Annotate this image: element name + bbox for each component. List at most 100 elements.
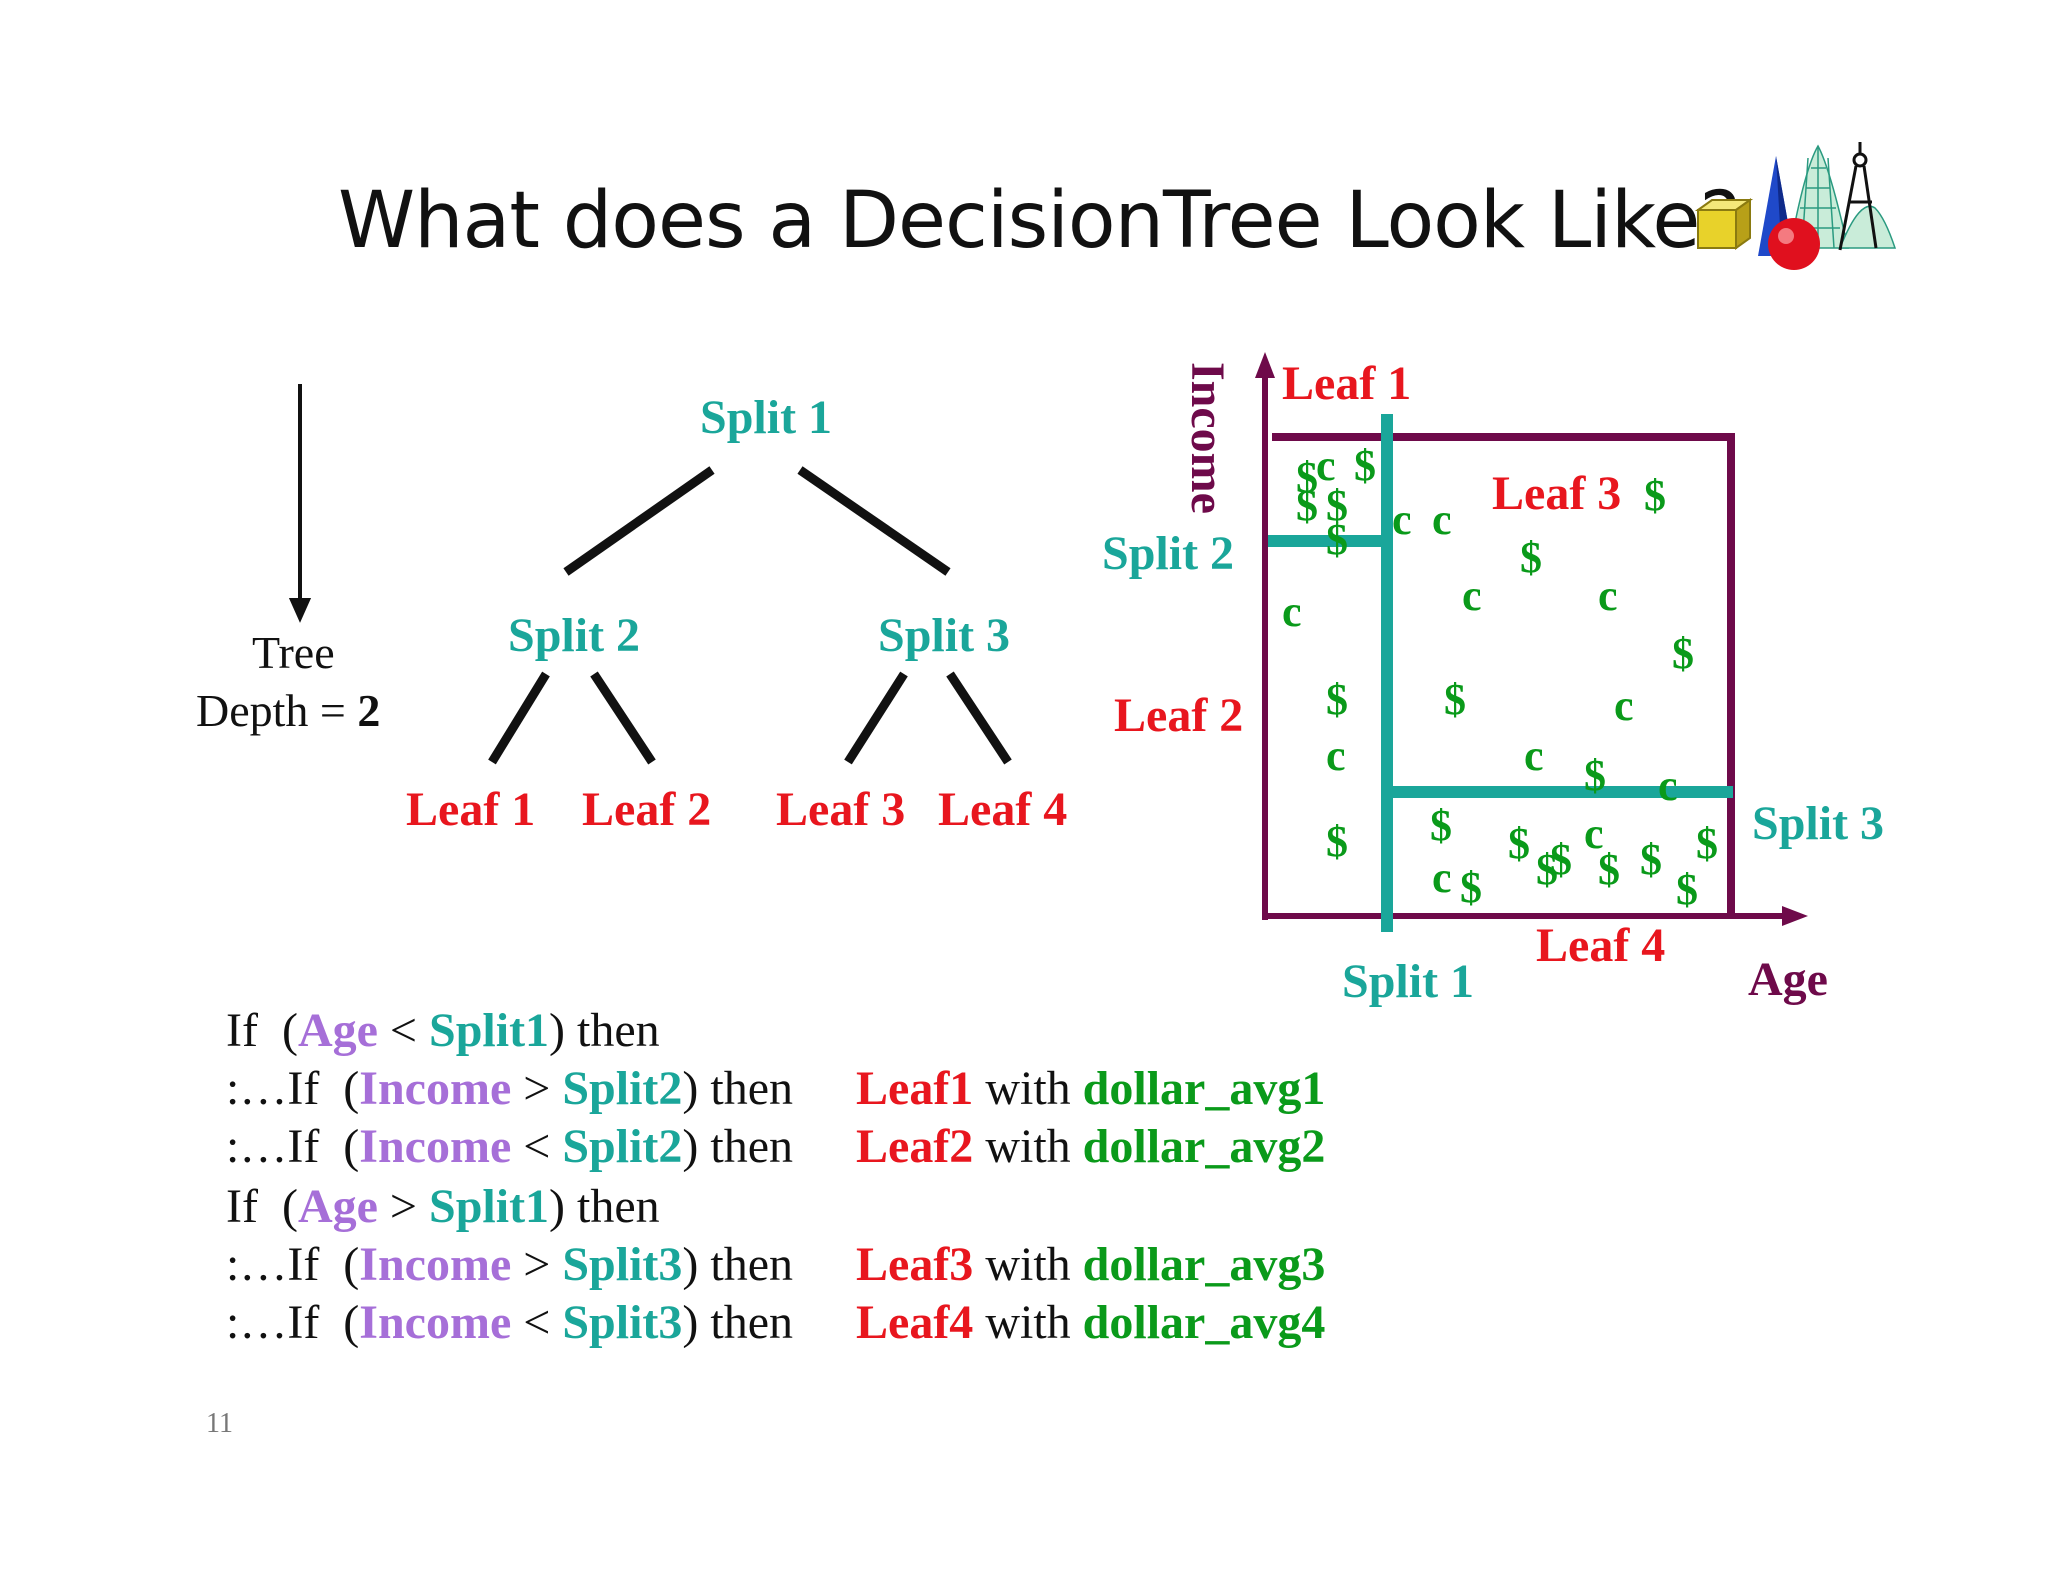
rule-split: Split1 (429, 1004, 550, 1057)
rule-split: Split1 (429, 1180, 550, 1233)
plot-axes (1255, 352, 1808, 926)
dollar-marker: $ (1672, 629, 1694, 678)
tree-leaf-3: Leaf 3 (776, 783, 906, 836)
dollar-marker: $ (1444, 675, 1466, 724)
rule-variable: Income (359, 1120, 512, 1173)
tree-depth-text: Depth = (196, 685, 358, 736)
rule-row: If (Age > Split1) then (226, 1178, 660, 1236)
tree-leaf-2: Leaf 2 (582, 783, 712, 836)
tree-depth-value: 2 (357, 685, 381, 736)
rule-suffix: ) then (682, 1296, 794, 1349)
y-axis-label-income: Income (1181, 362, 1234, 514)
rule-suffix: ) then (549, 1180, 660, 1233)
dollar-marker: $ (1430, 801, 1452, 850)
plot-leaf4-label: Leaf 4 (1536, 919, 1666, 972)
rule-avg: dollar_avg1 (1082, 1062, 1326, 1115)
tree-depth-arrow (288, 384, 312, 623)
rule-avg: dollar_avg2 (1082, 1120, 1326, 1173)
dollar-marker: $ (1354, 441, 1376, 490)
rule-leaf: Leaf4 (856, 1296, 974, 1349)
page-number: 11 (206, 1408, 233, 1439)
rule-operator: > (377, 1180, 429, 1233)
tree-leaf-4: Leaf 4 (938, 783, 1068, 836)
slide-title: What does a DecisionTree Look Like? (338, 176, 1741, 266)
rule-row: :…If (Income < Split2) then Leaf2 with do… (226, 1118, 1325, 1176)
split-lines (1268, 414, 1733, 932)
dollar-marker: $ (1640, 835, 1662, 884)
rule-prefix: If ( (226, 1004, 298, 1057)
rule-with: with (973, 1120, 1083, 1173)
c-marker: c (1432, 853, 1452, 902)
dollar-marker: $ (1326, 675, 1348, 724)
dollar-marker: $ (1296, 481, 1318, 530)
c-marker: c (1462, 571, 1482, 620)
geometry-shapes-icon (1694, 142, 1897, 270)
rule-with: with (973, 1296, 1083, 1349)
rule-split: Split2 (562, 1062, 683, 1115)
c-marker: c (1316, 441, 1336, 490)
rule-prefix: :…If ( (226, 1120, 360, 1173)
rule-prefix: :…If ( (226, 1296, 360, 1349)
c-marker: c (1326, 731, 1346, 780)
dollar-marker: $ (1598, 845, 1620, 894)
rule-row: If (Age < Split1) then (226, 1002, 660, 1060)
dollar-marker: $ (1326, 515, 1348, 564)
tree-edges (488, 466, 1012, 765)
tree-node-split3: Split 3 (878, 609, 1011, 662)
dollar-marker: $ (1644, 471, 1666, 520)
rule-suffix: ) then (682, 1062, 794, 1115)
tree-depth-label: Depth = 2 (196, 684, 380, 737)
plot-leaf1-label: Leaf 1 (1282, 357, 1412, 410)
rule-avg: dollar_avg4 (1082, 1296, 1326, 1349)
rule-suffix: ) then (549, 1004, 660, 1057)
rule-variable: Income (359, 1296, 512, 1349)
plot-split3-label: Split 3 (1752, 797, 1885, 850)
rule-suffix: ) then (682, 1238, 794, 1291)
plot-split1-label: Split 1 (1342, 955, 1475, 1008)
rule-operator: < (511, 1120, 563, 1173)
rule-variable: Age (297, 1180, 378, 1233)
tree-depth-label-line1: Tree (252, 627, 335, 678)
rule-prefix: :…If ( (226, 1238, 360, 1291)
c-marker: c (1432, 495, 1452, 544)
tree-node-split2: Split 2 (508, 609, 641, 662)
c-marker: c (1524, 731, 1544, 780)
c-marker: c (1658, 761, 1678, 810)
rule-operator: > (511, 1062, 563, 1115)
dollar-marker: $ (1550, 835, 1572, 884)
dollar-marker: $ (1460, 863, 1482, 912)
c-marker: c (1614, 681, 1634, 730)
tree-root-split1: Split 1 (700, 391, 833, 444)
dollar-marker: $ (1296, 453, 1318, 502)
plot-leaf3-label: Leaf 3 (1492, 467, 1622, 520)
rule-variable: Age (297, 1004, 378, 1057)
dollar-marker: $ (1676, 865, 1698, 914)
rule-variable: Income (359, 1238, 512, 1291)
rule-suffix: ) then (682, 1120, 794, 1173)
rule-leaf: Leaf3 (856, 1238, 974, 1291)
rule-avg: dollar_avg3 (1082, 1238, 1326, 1291)
rule-operator: > (511, 1238, 563, 1291)
rule-split: Split3 (562, 1238, 683, 1291)
rule-prefix: If ( (226, 1180, 298, 1233)
rule-leaf: Leaf2 (856, 1120, 974, 1173)
rule-prefix: :…If ( (226, 1062, 360, 1115)
dollar-marker: $ (1696, 819, 1718, 868)
dollar-marker: $ (1326, 481, 1348, 530)
rule-split: Split2 (562, 1120, 683, 1173)
dollar-marker: $ (1326, 817, 1348, 866)
plot-split2-label: Split 2 (1102, 527, 1235, 580)
plot-leaf2-label: Leaf 2 (1114, 689, 1244, 742)
x-axis-label-age: Age (1748, 953, 1828, 1006)
rule-leaf: Leaf1 (856, 1062, 974, 1115)
rule-split: Split3 (562, 1296, 683, 1349)
dollar-marker: $ (1536, 845, 1558, 894)
dollar-marker: $ (1520, 533, 1542, 582)
rule-with: with (973, 1062, 1083, 1115)
rule-operator: < (377, 1004, 429, 1057)
rule-variable: Income (359, 1062, 512, 1115)
c-marker: c (1282, 587, 1302, 636)
